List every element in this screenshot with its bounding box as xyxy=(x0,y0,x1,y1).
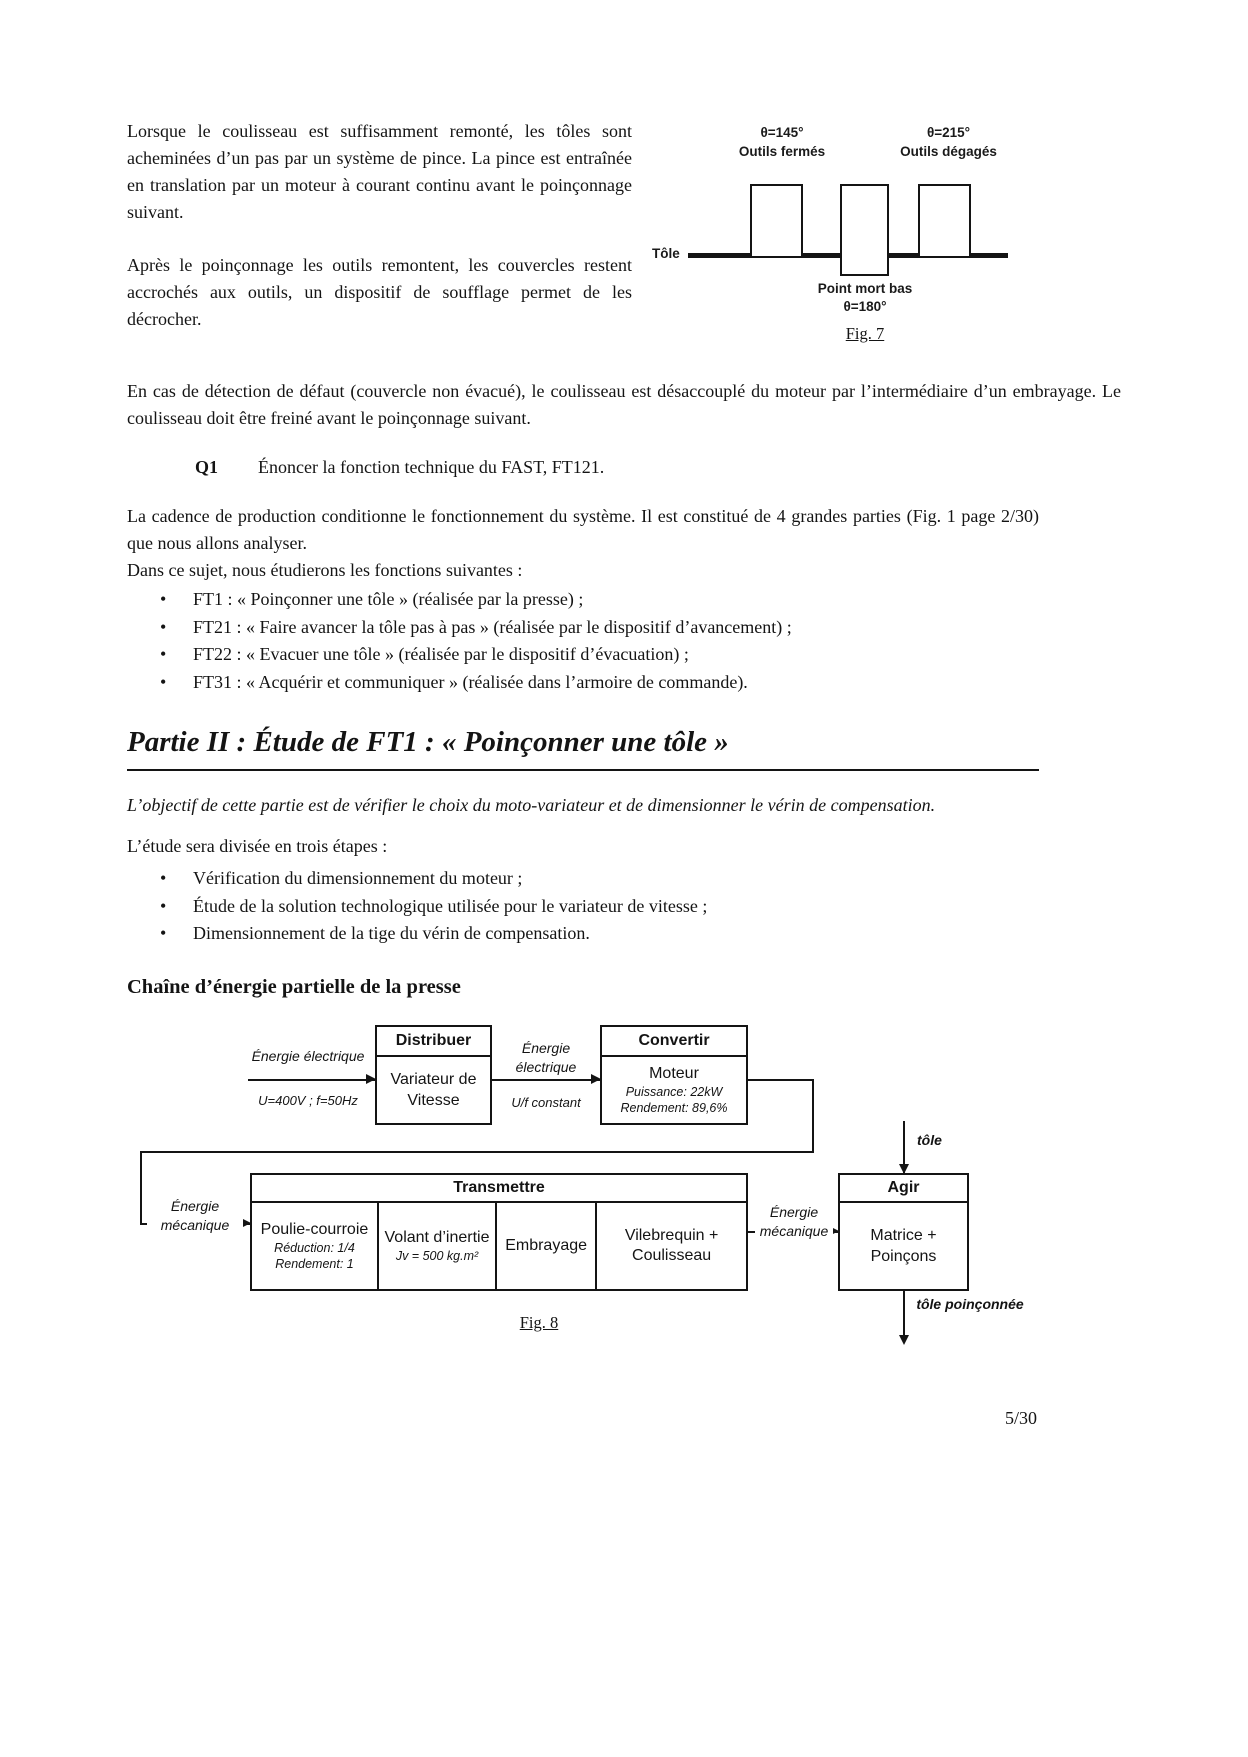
fig7-tool-right-box xyxy=(918,184,971,258)
fig7-tool-left-box xyxy=(750,184,803,258)
tole-in-line xyxy=(903,1120,905,1173)
fig7-theta-180-label: θ=180° xyxy=(843,299,887,314)
question-text: Énoncer la fonction technique du FAST, F… xyxy=(258,457,605,477)
energie-electrique-mid-label: Énergie électrique xyxy=(515,1039,577,1075)
figure-7: θ=145° Outils fermés θ=215° Outils dégag… xyxy=(652,118,1014,358)
agir-block: Agir Matrice + Poinçons xyxy=(838,1172,969,1291)
energie-mecanique-left-label: Énergie mécanique xyxy=(147,1196,243,1235)
question-q1: Q1 Énoncer la fonction technique du FAST,… xyxy=(127,454,1121,481)
arrow-down-icon xyxy=(899,1334,909,1345)
fig7-caption: Fig. 7 xyxy=(845,324,885,343)
poulie-reduction: Réduction: 1/4 xyxy=(274,1240,355,1255)
volant-inertie-jv: Jv = 500 kg.m² xyxy=(395,1248,479,1263)
transmettre-block: Transmettre Poulie-courroie Réduction: 1… xyxy=(250,1172,748,1291)
energie-mecanique-right-label: Énergie mécanique xyxy=(755,1202,833,1241)
embrayage-cell: Embrayage xyxy=(497,1202,598,1289)
convertir-header: Convertir xyxy=(602,1027,746,1057)
arrow-down-icon xyxy=(899,1163,909,1174)
volant-inertie-cell: Volant d’inertie Jv = 500 kg.m² xyxy=(379,1202,498,1289)
distribuer-header: Distribuer xyxy=(377,1027,490,1057)
fig7-tole-label: Tôle xyxy=(652,246,680,261)
connector-line xyxy=(812,1078,814,1153)
transmettre-cells: Poulie-courroie Réduction: 1/4 Rendement… xyxy=(252,1202,746,1289)
tole-out-label: tôle poinçonnée xyxy=(916,1295,1024,1312)
question-label: Q1 xyxy=(195,457,219,477)
connector-line xyxy=(140,1150,142,1225)
transmettre-header: Transmettre xyxy=(252,1175,746,1203)
connector-line xyxy=(248,1078,375,1081)
vilebrequin-cell: Vilebrequin + Coulisseau xyxy=(597,1203,746,1289)
paragraph-defaut: En cas de détection de défaut (couvercle… xyxy=(127,381,1121,428)
tole-out-line xyxy=(903,1290,905,1343)
ft-list-item-ft22: FT22 : « Evacuer une tôle » (réalisée pa… xyxy=(127,641,1121,669)
ft-list-item-ft31: FT31 : « Acquérir et communiquer » (réal… xyxy=(127,669,1121,697)
etape-item-dimensionnement: Dimensionnement de la tige du vérin de c… xyxy=(127,920,1121,948)
intro-text-column: Lorsque le coulisseau est suffisamment r… xyxy=(127,118,632,370)
ft-list-item-ft21: FT21 : « Faire avancer la tôle pas à pas… xyxy=(127,614,1121,642)
figure-8: Énergie électrique U=400V ; f=50Hz Énerg… xyxy=(127,1021,1121,1353)
poulie-courroie-cell: Poulie-courroie Réduction: 1/4 Rendement… xyxy=(252,1202,379,1289)
connector-line xyxy=(748,1078,814,1081)
u-400v-f-50hz-label: U=400V ; f=50Hz xyxy=(258,1092,358,1108)
volant-inertie-name: Volant d’inertie xyxy=(384,1228,490,1246)
arrow-right-icon xyxy=(366,1073,376,1084)
u-f-constant-label: U/f constant xyxy=(511,1094,581,1110)
ft-list-item-ft1: FT1 : « Poinçonner une tôle » (réalisée … xyxy=(127,586,1121,614)
agir-body: Matrice + Poinçons xyxy=(870,1226,937,1265)
page-number: 5/30 xyxy=(1004,1408,1037,1428)
paragraph-coulisseau: Lorsque le coulisseau est suffisamment r… xyxy=(127,121,632,222)
embrayage-name: Embrayage xyxy=(505,1236,588,1254)
etape-item-verification: Vérification du dimensionnement du moteu… xyxy=(127,865,1121,893)
distribuer-body: Variateur de Vitesse xyxy=(390,1070,477,1109)
vilebrequin-name: Vilebrequin + Coulisseau xyxy=(624,1226,719,1264)
poulie-rendement: Rendement: 1 xyxy=(275,1256,354,1271)
moteur-puissance: Puissance: 22kW xyxy=(625,1084,723,1099)
moteur-name: Moteur xyxy=(649,1064,699,1082)
etape-item-etude: Étude de la solution technologique utili… xyxy=(127,893,1121,921)
fig7-tool-middle-box xyxy=(840,184,889,276)
agir-header: Agir xyxy=(840,1175,967,1203)
fig7-outils-degages-label: Outils dégagés xyxy=(900,144,997,159)
section-heading-partie2: Partie II : Étude de FT1 : « Poinçonner … xyxy=(127,724,1039,771)
paragraph-sujet: Dans ce sujet, nous étudierons les fonct… xyxy=(127,560,523,580)
paragraph-poinconnage: Après le poinçonnage les outils remonten… xyxy=(127,255,632,329)
fig7-point-mort-bas-label: Point mort bas xyxy=(817,281,913,296)
fig7-theta-145-label: θ=145° xyxy=(760,125,804,140)
connector-line xyxy=(140,1150,814,1153)
energie-electrique-in-label: Énergie électrique xyxy=(251,1047,365,1064)
intro-section: Lorsque le coulisseau est suffisamment r… xyxy=(127,118,1121,370)
ft-list: FT1 : « Poinçonner une tôle » (réalisée … xyxy=(127,586,1121,696)
distribuer-block: Distribuer Variateur de Vitesse xyxy=(375,1024,492,1125)
tole-in-label: tôle xyxy=(917,1131,942,1148)
arrow-right-icon xyxy=(829,1225,839,1236)
etapes-list: Vérification du dimensionnement du moteu… xyxy=(127,865,1121,948)
paragraph-objectif: L’objectif de cette partie est de vérifi… xyxy=(127,795,936,815)
convertir-block: Convertir Moteur Puissance: 22kW Rendeme… xyxy=(600,1024,748,1125)
paragraph-cadence: La cadence de production conditionne le … xyxy=(127,506,1039,553)
arrow-right-icon xyxy=(591,1073,601,1084)
fig7-outils-fermes-label: Outils fermés xyxy=(738,144,826,159)
fig7-theta-215-label: θ=215° xyxy=(926,125,971,140)
paragraph-etapes-intro: L’étude sera divisée en trois étapes : xyxy=(127,836,388,856)
subsection-heading-chaine: Chaîne d’énergie partielle de la presse xyxy=(127,975,461,998)
connector-line xyxy=(492,1078,600,1081)
poulie-courroie-name: Poulie-courroie xyxy=(260,1220,369,1238)
fig8-caption: Fig. 8 xyxy=(519,1312,559,1332)
arrow-right-icon xyxy=(241,1217,251,1228)
moteur-rendement: Rendement: 89,6% xyxy=(620,1100,728,1115)
convertir-body: Moteur Puissance: 22kW Rendement: 89,6% xyxy=(602,1057,746,1123)
